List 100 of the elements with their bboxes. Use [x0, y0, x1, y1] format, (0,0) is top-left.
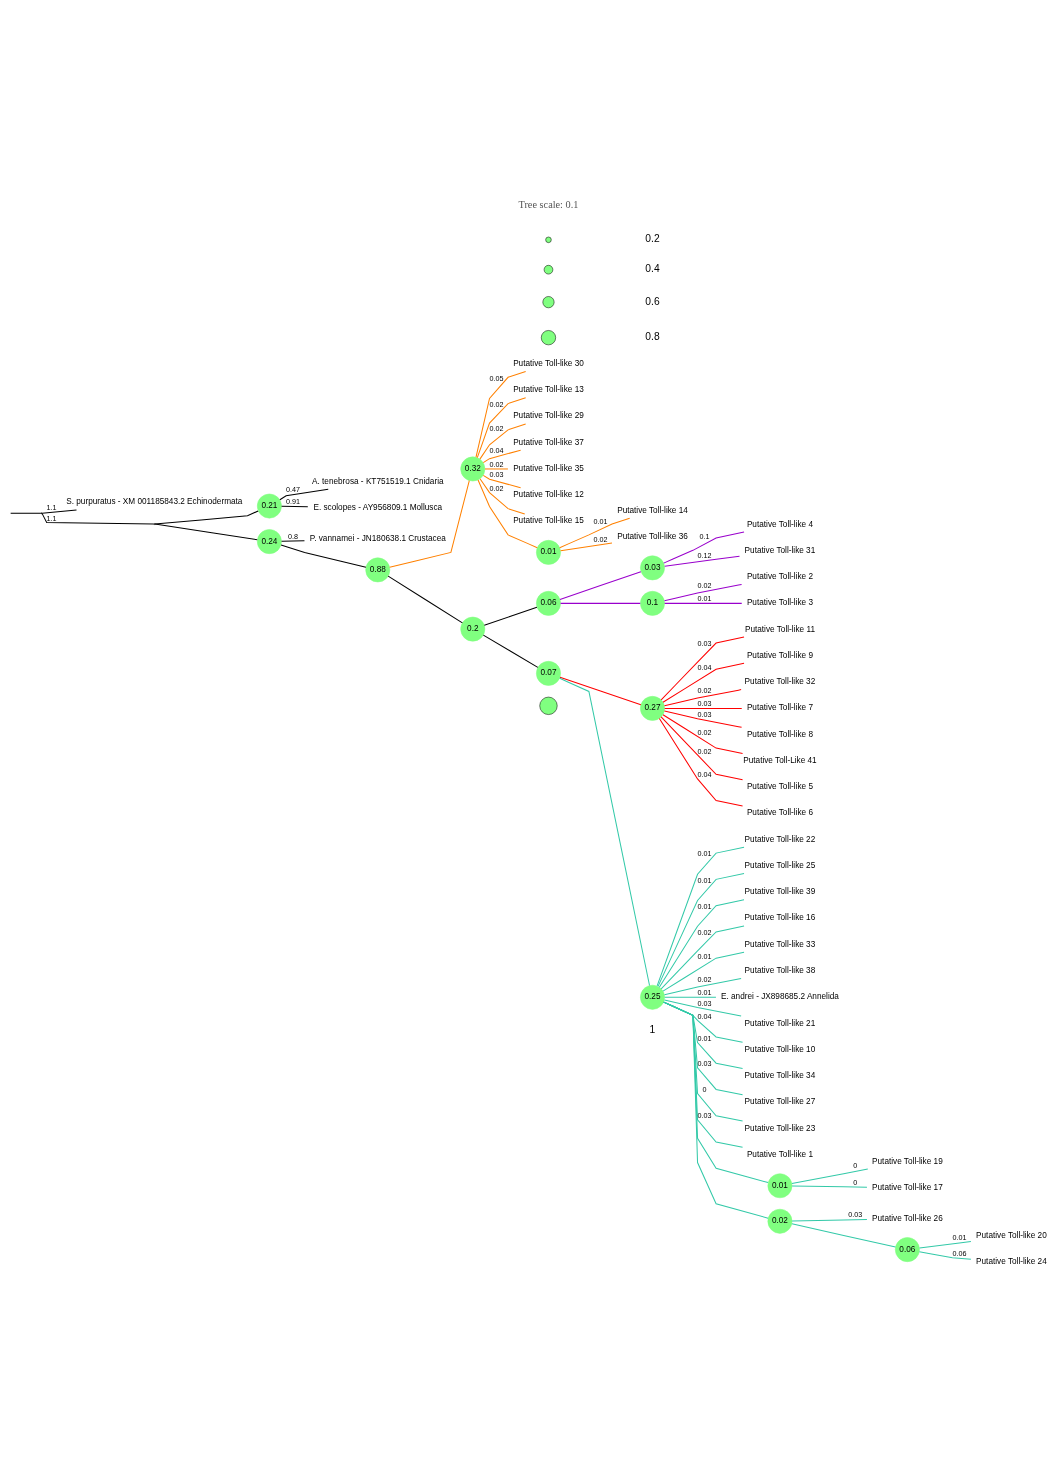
node-text: Putative Toll-like 7 — [746, 702, 813, 712]
connector — [660, 715, 744, 780]
node-text: Putative Toll-like 33 — [744, 939, 816, 949]
connector — [281, 539, 305, 542]
node-text: Putative Toll-like 1 — [746, 1149, 813, 1159]
node-circle: 0.32 — [460, 456, 486, 481]
node-text: E. andrei - JX898685.2 Annelida — [720, 991, 839, 1001]
node-text: Putative Toll-like 11 — [744, 624, 815, 634]
node-text: S. purpuratus - XM 001185843.2 Echinodermata — [66, 496, 243, 506]
node-circle: 0.2 — [460, 616, 486, 641]
node-text: Putative Toll-like 15 — [513, 515, 584, 525]
connector — [477, 479, 538, 548]
node-text: Putative Toll-like 5 — [746, 781, 813, 791]
node-text: Putative Toll-like 26 — [872, 1213, 943, 1223]
connector — [791, 1218, 868, 1222]
connector — [387, 575, 463, 623]
node-text: Putative Toll-like 17 — [872, 1182, 943, 1192]
node-text: Putative Toll-like 39 — [744, 886, 816, 896]
legend-label: 0.4 — [645, 262, 660, 274]
node-text: Putative Toll-like 29 — [513, 410, 584, 420]
node-text: A. tenebrosa - KT751519.1 Cnidaria — [311, 476, 444, 486]
node-text: Putative Toll-like 13 — [513, 384, 584, 394]
label: Tree scale: 0.1 — [518, 198, 579, 210]
connector — [663, 1001, 769, 1219]
node-text: Putative Toll-like 2 — [746, 571, 813, 581]
node-text: Putative Toll-like 8 — [746, 729, 813, 739]
node-text: Putative Toll-like 9 — [746, 650, 813, 660]
connector — [154, 523, 258, 540]
node-text: E. scolopes - AY956809.1 Mollusca — [313, 502, 443, 512]
node-circle: 0.06 — [895, 1236, 920, 1262]
node-circle: 0.24 — [257, 528, 282, 554]
connector — [280, 544, 367, 568]
connector — [664, 555, 741, 567]
connector — [663, 710, 743, 728]
legend-label: 1 — [649, 1023, 656, 1035]
connector — [10, 512, 42, 514]
node-circle: 0.03 — [640, 555, 665, 580]
legend-label: 0.8 — [645, 330, 660, 342]
connector — [658, 898, 745, 988]
connector — [664, 602, 743, 604]
node-text: Putative Toll-like 32 — [744, 676, 816, 686]
node-text: Putative Toll-like 27 — [744, 1096, 816, 1106]
connector — [656, 846, 745, 986]
node-text: Putative Toll-like 24 — [976, 1256, 1047, 1266]
node-text: Putative Toll-like 3 — [746, 597, 813, 607]
connector — [389, 479, 470, 568]
connector — [560, 602, 641, 604]
node-text: Putative Toll-like 30 — [513, 358, 584, 368]
connector — [41, 508, 77, 514]
connector — [663, 688, 742, 706]
connector — [791, 1184, 868, 1188]
connector — [919, 1240, 972, 1249]
node-circle: 0.1 — [640, 590, 665, 616]
node-circle: 0.27 — [640, 695, 665, 721]
node-text: Putative Toll-like 25 — [744, 860, 816, 870]
node-text: Putative Toll-Like 41 — [743, 755, 817, 765]
connector — [662, 713, 744, 754]
connector — [658, 717, 744, 806]
connector — [560, 541, 613, 551]
node-point — [40, 511, 43, 514]
node-text: Putative Toll-like 6 — [746, 807, 813, 817]
connector — [657, 872, 745, 987]
connector — [663, 583, 743, 601]
node-text: Putative Toll-like 38 — [744, 965, 816, 975]
node-text: Putative Toll-like 10 — [744, 1044, 816, 1054]
connector — [279, 488, 329, 500]
connector — [559, 570, 642, 600]
node-text: Putative Toll-like 23 — [744, 1123, 816, 1133]
connector — [479, 422, 527, 460]
node-text: P. vannamei - JN180638.1 Crustacea — [309, 533, 446, 543]
connector — [660, 636, 745, 700]
node-text: Putative Toll-like 37 — [513, 437, 584, 447]
node-circle: 0.88 — [365, 557, 391, 582]
connector — [41, 512, 155, 525]
legend-label: 0.6 — [645, 295, 660, 307]
connector — [663, 977, 742, 995]
node-text: Putative Toll-like 4 — [746, 519, 813, 529]
node-circle: 0.01 — [767, 1172, 793, 1198]
node-circle: 0.02 — [767, 1208, 793, 1234]
connector — [662, 951, 745, 992]
connector — [660, 924, 745, 989]
node-circle: 0.25 — [640, 984, 665, 1010]
connector — [475, 370, 527, 458]
node-text: Putative Toll-like 12 — [513, 489, 584, 499]
node-text: Putative Toll-like 16 — [744, 912, 816, 922]
node-text: Putative Toll-like 36 — [617, 531, 688, 541]
connector — [281, 505, 309, 507]
connector — [663, 531, 745, 564]
connector — [482, 474, 522, 488]
connector — [559, 517, 631, 548]
node-text: Putative Toll-like 14 — [617, 505, 688, 515]
connector — [664, 996, 717, 998]
node-text: Putative Toll-like 35 — [513, 463, 584, 473]
legend-label: 0.2 — [645, 232, 660, 244]
node-text: Putative Toll-like 22 — [744, 834, 816, 844]
node-circle: 0.01 — [536, 539, 561, 565]
connector — [791, 1222, 897, 1248]
connector — [664, 707, 743, 709]
connector — [791, 1168, 869, 1184]
node-text: Putative Toll-like 19 — [872, 1156, 943, 1165]
